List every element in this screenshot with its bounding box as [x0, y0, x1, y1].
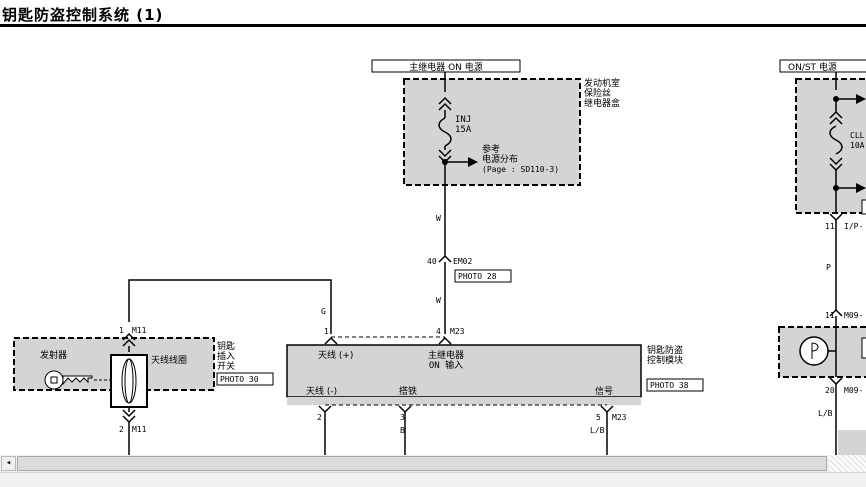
- m11-top-chevron-icon: [122, 332, 136, 347]
- photo-30-box: [216, 372, 274, 386]
- immobilizer-module-box: [286, 344, 642, 398]
- module-pin3-chevron-icon: [398, 405, 412, 414]
- ref-arrow-icon: [468, 157, 478, 167]
- em02-pin: 40: [427, 257, 437, 266]
- horizontal-scrollbar[interactable]: ◂: [0, 455, 866, 472]
- on-st-power-label: ON/ST 电源: [788, 61, 837, 73]
- inj-fuse-rating: 15A: [455, 125, 472, 135]
- photo-28-box: [454, 269, 512, 283]
- wire-color-w1: W: [436, 214, 441, 223]
- ip-connector-chevron-icon: [829, 213, 843, 222]
- module-pin-3: 3: [400, 413, 405, 422]
- engine-room-box-line1: 发动机室: [584, 77, 620, 89]
- module-pin1-chevron-icon: [324, 336, 338, 345]
- m23-bottom: M23: [612, 413, 627, 422]
- module-name-line2: 控制模块: [647, 354, 683, 366]
- module-pin5-chevron-icon: [600, 405, 614, 414]
- engine-room-fuse-box: [403, 78, 581, 186]
- right-mid-arrow-icon: [856, 183, 866, 193]
- ref-label: 参考: [482, 143, 500, 155]
- main-relay-power-label: 主继电器 ON 电源: [409, 61, 483, 73]
- wire-color-w2: W: [436, 296, 441, 305]
- wire-color-g: G: [321, 307, 326, 316]
- antenna-negative-label: 天线 (-): [306, 385, 337, 397]
- page-title: 钥匙防盗控制系统 (1): [2, 6, 164, 24]
- photo-38-box: [646, 378, 704, 392]
- m11-pin-top: 1: [119, 326, 124, 335]
- ip-pin: 11: [825, 222, 835, 231]
- scroll-corner: [829, 455, 866, 472]
- key-switch-line3: 开关: [217, 360, 235, 372]
- photo-30-label: PHOTO 30: [220, 375, 259, 384]
- antenna-coil-label: 天线线圈: [151, 354, 187, 366]
- m23-top: M23: [450, 327, 465, 336]
- inj-fuse-name: INJ: [455, 115, 471, 125]
- title-rule: [0, 24, 866, 27]
- cll-fuse-icon: [829, 125, 843, 155]
- module-name-line1: 钥匙防盗: [647, 344, 683, 356]
- m09-bottom-chevron-icon: [829, 377, 843, 386]
- fuse-connector-chevron-icon: [438, 96, 452, 111]
- wire-color-b: B: [400, 426, 405, 435]
- wire-color-p: P: [826, 263, 831, 272]
- m11-pin-bottom: 2: [119, 425, 124, 434]
- signal-label: 信号: [595, 385, 613, 397]
- em02-connector: EM02: [453, 257, 472, 266]
- wire-g: [128, 279, 332, 334]
- ground-label: 搭铁: [399, 385, 417, 397]
- ref-label-power-dist: 电源分布: [482, 153, 518, 165]
- m09-top-chevron-icon: [829, 308, 843, 317]
- m09-pin-bottom: 20: [825, 386, 835, 395]
- module-pin4-chevron-icon: [438, 336, 452, 345]
- scroll-thumb[interactable]: [17, 456, 827, 471]
- ip-connector: I/P-: [844, 222, 863, 231]
- engine-room-box-line3: 继电器盒: [584, 97, 620, 109]
- engine-room-box-line2: 保险丝: [584, 87, 611, 99]
- antenna-positive-label: 天线 (+): [318, 349, 353, 361]
- module-pin-2: 2: [317, 413, 322, 422]
- m09-top: M09-: [844, 311, 863, 320]
- main-relay-power-box: [371, 59, 521, 73]
- key-transmitter-icon: [44, 370, 93, 390]
- right-top-arrow-icon: [856, 94, 866, 104]
- status-strip: [0, 472, 866, 487]
- m11-top: M11: [132, 326, 147, 335]
- wiring-diagram: 主继电器 ON 电源 ON/ST 电源 发动机室 保险丝 继电器盒 INJ 15…: [13, 59, 866, 455]
- main-relay-input-line1: 主继电器: [428, 349, 464, 361]
- photo-28-label: PHOTO 28: [458, 272, 497, 281]
- transmitter-label: 发射器: [40, 349, 67, 361]
- scroll-left-arrow-icon[interactable]: ◂: [1, 456, 16, 471]
- module-pin-4: 4: [436, 327, 441, 336]
- module-pin-5: 5: [596, 413, 601, 422]
- m09-pin-top: 11: [825, 311, 835, 320]
- title-bar: 钥匙防盗控制系统 (1): [0, 0, 866, 28]
- wire-color-lb: L/B: [818, 409, 833, 418]
- right-fuse-top-chevron-icon: [829, 110, 843, 125]
- antenna-coil-box: [110, 354, 148, 408]
- m11-bottom: M11: [132, 425, 147, 434]
- cll-fuse-rating: 10A: [850, 141, 865, 150]
- main-relay-input-line2: ON 输入: [429, 359, 463, 371]
- inj-fuse-icon: [438, 117, 452, 147]
- key-switch-line1: 钥匙: [217, 340, 235, 352]
- m09-bottom: M09-: [844, 386, 863, 395]
- photo-38-label: PHOTO 38: [650, 381, 689, 390]
- ref-label-page: (Page : SD110-3): [482, 165, 559, 174]
- module-pin2-chevron-icon: [318, 405, 332, 414]
- em02-connector-chevron-icon: [438, 254, 452, 263]
- wire-color-lb-cut: L/B: [590, 426, 605, 435]
- right-fuse-box: [795, 78, 866, 214]
- module-pin-1: 1: [324, 327, 329, 336]
- cll-fuse-name: CLL: [850, 131, 865, 140]
- key-switch-line2: 插入: [217, 350, 235, 362]
- on-st-power-box: [779, 59, 866, 73]
